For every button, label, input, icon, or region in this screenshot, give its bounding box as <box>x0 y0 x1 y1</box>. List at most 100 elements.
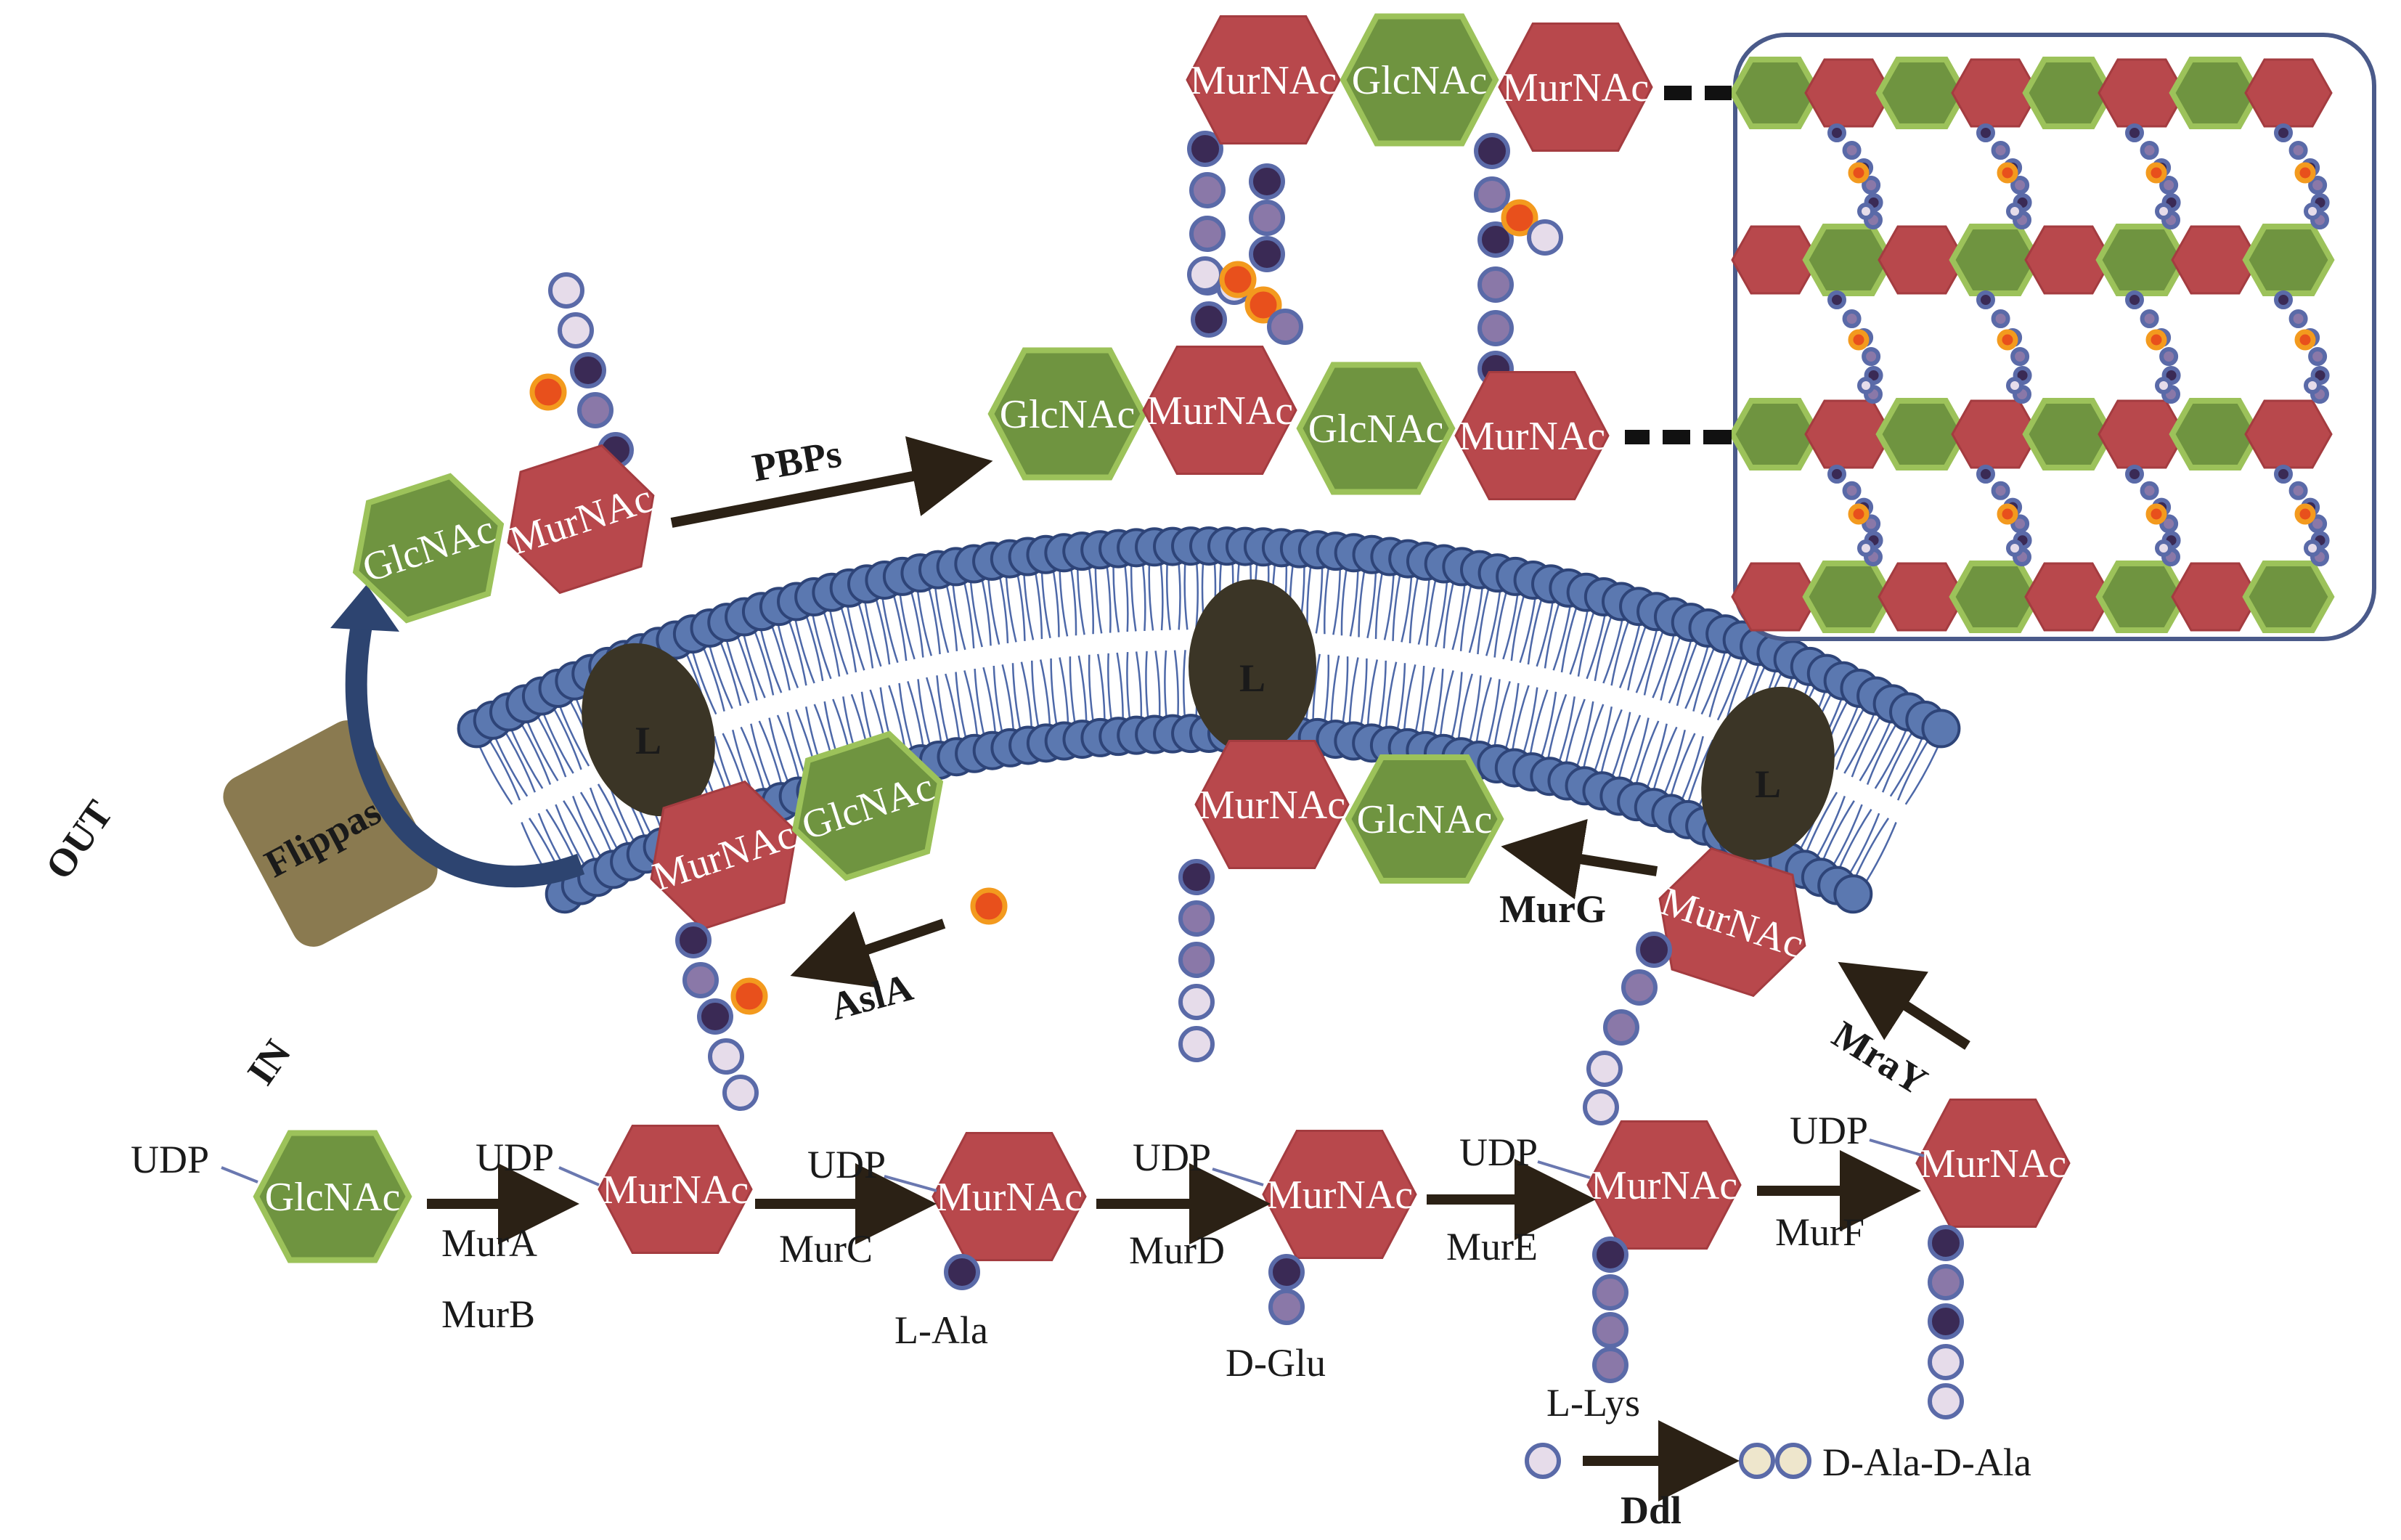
amino-acid-bead <box>1187 256 1223 293</box>
lipid-head <box>1833 874 1873 914</box>
amino-acid-bead <box>1527 219 1563 256</box>
amino-acid-bead <box>1268 1254 1305 1290</box>
udp-label-3: UDP <box>807 1143 886 1186</box>
amino-acid-bead <box>2125 290 2144 309</box>
mure-label: MurE <box>1446 1225 1538 1268</box>
amino-acid-bead <box>1187 131 1223 167</box>
amino-acid-bead <box>2288 309 2308 328</box>
amino-acid-bead <box>944 1254 980 1290</box>
amino-acid-bead <box>2010 176 2030 195</box>
murb-label: MurB <box>441 1292 535 1336</box>
amino-acid-bead <box>2010 514 2030 534</box>
amino-acid-bead <box>1928 1303 1964 1340</box>
amino-acid-bead <box>2006 377 2023 394</box>
lipid-carrier-2: L <box>1189 579 1316 754</box>
in-label: IN <box>239 1032 300 1093</box>
murnac-sugar: MurNAc <box>1454 371 1610 500</box>
lipid-carrier-1: L <box>582 643 715 817</box>
amino-acid-bead <box>1991 309 2010 328</box>
out-label: OUT <box>37 793 121 887</box>
amino-acid-bead <box>2155 377 2172 394</box>
amino-acid-bead <box>1862 347 1881 366</box>
amino-acid-bead <box>2274 465 2293 484</box>
murnac-label: MurNAc <box>936 1175 1083 1220</box>
amino-acid-bead <box>1477 221 1514 258</box>
amino-acid-bead <box>1857 539 1875 557</box>
murg-label: MurG <box>1499 887 1606 931</box>
murnac-sugar: MurNAc <box>648 780 801 931</box>
amino-acid-bead <box>1848 503 1870 525</box>
amino-acid-bead <box>730 977 768 1015</box>
amino-acid-bead <box>1474 133 1510 169</box>
amino-acid-bead <box>2308 514 2328 534</box>
glcnac-label: GlcNAc <box>1357 797 1493 842</box>
amino-acid-bead <box>1928 1264 1964 1300</box>
amino-acid-bead <box>1191 301 1227 338</box>
amino-acid-bead <box>2308 176 2328 195</box>
amino-acid-bead <box>2274 290 2293 309</box>
udp-label-4: UDP <box>1133 1136 1211 1179</box>
murnac-sugar <box>2244 58 2333 128</box>
murnac-sugar <box>2244 399 2333 469</box>
amino-acid-bead <box>2140 309 2159 328</box>
amino-acid-bead <box>2294 329 2316 351</box>
cell-membrane <box>457 526 1961 914</box>
amino-acid-bead <box>1501 199 1538 237</box>
amino-acid-bead <box>1592 1274 1628 1311</box>
amino-acid-bead <box>2304 377 2321 394</box>
murnac-label: MurNAc <box>1146 388 1293 433</box>
glcnac-sugar: GlcNAc <box>1296 362 1456 495</box>
amino-acid-bead <box>1592 1237 1628 1273</box>
amino-acid-bead <box>697 998 733 1035</box>
asla-arrow <box>790 910 946 988</box>
amino-acid-bead <box>1862 176 1881 195</box>
amino-acid-bead <box>1178 1026 1215 1062</box>
amino-acid-bead <box>2155 539 2172 557</box>
murc-label: MurC <box>779 1227 873 1271</box>
amino-acid-bead <box>1857 377 1875 394</box>
murnac-sugar: MurNAc <box>932 1132 1087 1261</box>
mray-arrow <box>1838 961 1970 1050</box>
murnac-sugar: MurNAc <box>1186 15 1341 144</box>
amino-acid-bead <box>1621 969 1658 1006</box>
amino-acid-bead <box>1474 176 1510 213</box>
amino-acid-bead <box>548 272 584 309</box>
amino-acid-bead <box>2155 203 2172 220</box>
amino-acid-bead <box>1267 309 1303 345</box>
amino-acid-bead <box>1636 932 1672 968</box>
amino-acid-bead <box>1477 310 1514 346</box>
murg-arrow <box>1501 819 1658 900</box>
murf-label: MurF <box>1775 1210 1864 1254</box>
amino-acid-bead <box>1842 481 1862 500</box>
amino-acid-bead <box>1928 1225 1964 1261</box>
amino-acid-bead <box>1997 329 2018 351</box>
glcnac-sugar: GlcNAc <box>253 1130 412 1263</box>
udp-label-1: UDP <box>131 1138 209 1181</box>
glcnac-label: GlcNAc <box>1308 407 1444 452</box>
murnac-label: MurNAc <box>1920 1141 2066 1186</box>
amino-acid-bead <box>1827 123 1846 142</box>
murnac-label: MurNAc <box>1199 783 1345 828</box>
amino-acid-bead <box>2125 123 2144 142</box>
amino-acid-bead <box>2159 347 2179 366</box>
amino-acid-bead <box>2145 162 2167 184</box>
peptidoglycan-mesh-inset <box>1729 33 2376 641</box>
amino-acid-bead <box>1249 236 1285 272</box>
murnac-sugar: MurNAc <box>1586 1120 1742 1250</box>
murnac-label: MurNAc <box>1190 58 1337 103</box>
amino-acid-bead <box>1189 216 1226 252</box>
amino-acid-bead <box>1219 261 1257 298</box>
amino-acid-bead <box>722 1075 759 1111</box>
amino-acid-bead <box>1827 465 1846 484</box>
amino-acid-bead <box>577 392 614 428</box>
amino-acid-bead <box>2294 503 2316 525</box>
amino-acid-bead <box>2288 481 2308 500</box>
murnac-sugar: MurNAc <box>1498 23 1653 152</box>
amino-acid-bead <box>1991 141 2010 160</box>
murnac-sugar: MurNAc <box>1262 1130 1417 1259</box>
lipid-carrier-label: L <box>635 719 661 762</box>
l-lys-label: L-Lys <box>1546 1381 1640 1425</box>
glcnac-sugar: GlcNAc <box>352 473 505 624</box>
